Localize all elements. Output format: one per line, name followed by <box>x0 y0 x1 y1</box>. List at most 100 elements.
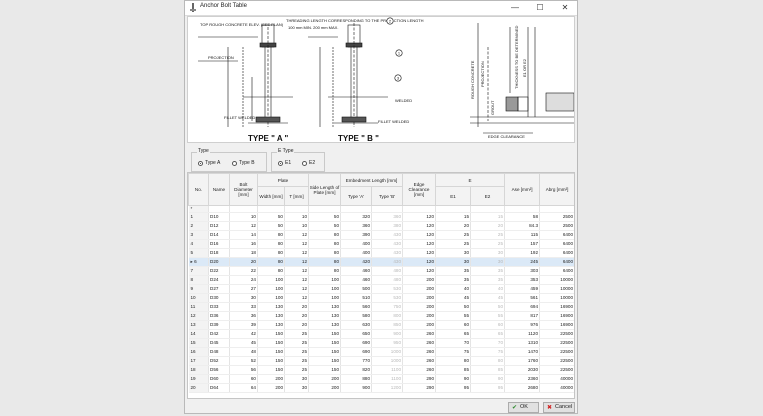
value-cell[interactable]: 150 <box>257 347 285 357</box>
value-cell[interactable]: 25 <box>284 347 310 357</box>
col-no[interactable]: No. <box>188 173 209 206</box>
value-cell[interactable]: 390 <box>340 230 373 240</box>
value-cell[interactable]: 65 <box>435 329 472 339</box>
value-cell[interactable]: 150 <box>257 365 285 375</box>
value-cell[interactable]: 100 <box>308 293 342 303</box>
value-cell[interactable]: 200 <box>402 284 437 294</box>
value-cell[interactable]: 100 <box>308 284 342 294</box>
name-cell[interactable]: D24 <box>208 275 230 285</box>
value-cell[interactable]: 45 <box>435 293 472 303</box>
value-cell[interactable]: 40 <box>470 284 506 294</box>
value-cell[interactable]: 150 <box>257 329 285 339</box>
value-cell[interactable]: 25 <box>284 338 310 348</box>
value-cell[interactable]: 430 <box>371 230 404 240</box>
value-cell[interactable]: 50 <box>308 221 342 231</box>
value-cell[interactable]: 20 <box>284 311 310 321</box>
value-cell[interactable]: 260 <box>402 365 437 375</box>
value-cell[interactable]: 1120 <box>504 329 541 339</box>
name-cell[interactable]: D56 <box>208 365 230 375</box>
value-cell[interactable]: 200 <box>402 302 437 312</box>
row-number[interactable]: 10 <box>188 293 209 303</box>
name-cell[interactable]: D45 <box>208 338 230 348</box>
row-number[interactable]: ▸ 6 <box>188 257 209 267</box>
value-cell[interactable]: 260 <box>402 347 437 357</box>
value-cell[interactable]: 130 <box>308 302 342 312</box>
value-cell[interactable]: 16 <box>229 239 258 249</box>
value-cell[interactable]: 380 <box>371 221 404 231</box>
value-cell[interactable]: 2500 <box>539 212 574 222</box>
value-cell[interactable]: 130 <box>257 302 285 312</box>
value-cell[interactable]: 95 <box>435 383 472 393</box>
value-cell[interactable]: 630 <box>340 320 373 330</box>
row-number[interactable]: 8 <box>188 275 209 285</box>
value-cell[interactable]: 22500 <box>539 356 574 366</box>
value-cell[interactable]: 60 <box>470 320 506 330</box>
name-cell[interactable]: D42 <box>208 329 230 339</box>
value-cell[interactable]: 80 <box>308 230 342 240</box>
row-number[interactable]: 2 <box>188 221 209 231</box>
value-cell[interactable]: 430 <box>371 248 404 258</box>
value-cell[interactable]: 25 <box>284 356 310 366</box>
value-cell[interactable]: 48 <box>229 347 258 357</box>
value-cell[interactable]: 157 <box>504 239 541 249</box>
col-ase[interactable]: Ase [mm²] <box>504 173 541 206</box>
value-cell[interactable]: 35 <box>435 266 472 276</box>
value-cell[interactable]: 290 <box>402 374 437 384</box>
value-cell[interactable]: 150 <box>308 347 342 357</box>
value-cell[interactable]: 10000 <box>539 275 574 285</box>
value-cell[interactable]: 16900 <box>539 320 574 330</box>
col-type-a[interactable]: Type 'A' <box>340 186 373 206</box>
col-e[interactable]: E <box>435 173 506 187</box>
type-a-radio-dot[interactable] <box>198 160 203 166</box>
value-cell[interactable]: 80 <box>308 248 342 258</box>
row-number[interactable]: 11 <box>188 302 209 312</box>
value-cell[interactable]: 150 <box>308 365 342 375</box>
value-cell[interactable]: 56 <box>229 365 258 375</box>
row-number[interactable]: 13 <box>188 320 209 330</box>
value-cell[interactable]: 480 <box>371 266 404 276</box>
value-cell[interactable]: 80 <box>257 266 285 276</box>
value-cell[interactable]: 90 <box>435 374 472 384</box>
name-cell[interactable]: D30 <box>208 293 230 303</box>
value-cell[interactable]: 64 <box>229 383 258 393</box>
col-e2[interactable]: E2 <box>470 186 506 206</box>
value-cell[interactable]: 800 <box>371 311 404 321</box>
value-cell[interactable]: 2500 <box>539 221 574 231</box>
value-cell[interactable]: 150 <box>308 329 342 339</box>
value-cell[interactable]: 580 <box>340 311 373 321</box>
col-embedment[interactable]: Embedment Length [mm] <box>340 173 404 187</box>
name-cell[interactable]: D48 <box>208 347 230 357</box>
value-cell[interactable]: 30 <box>435 248 472 258</box>
value-cell[interactable]: 6400 <box>539 230 574 240</box>
value-cell[interactable]: 40000 <box>539 374 574 384</box>
value-cell[interactable]: 200 <box>402 311 437 321</box>
value-cell[interactable]: 100 <box>257 275 285 285</box>
value-cell[interactable]: 650 <box>340 329 373 339</box>
value-cell[interactable]: 817 <box>504 311 541 321</box>
value-cell[interactable]: 200 <box>257 374 285 384</box>
value-cell[interactable]: 20 <box>435 221 472 231</box>
value-cell[interactable]: 65 <box>470 329 506 339</box>
row-number[interactable]: 16 <box>188 347 209 357</box>
value-cell[interactable]: 1470 <box>504 347 541 357</box>
value-cell[interactable]: 20 <box>470 221 506 231</box>
row-number[interactable]: 4 <box>188 239 209 249</box>
value-cell[interactable]: 80 <box>257 239 285 249</box>
anchor-bolt-table[interactable]: No. Name Bolt Diameter [mm] Plate Side L… <box>187 172 575 399</box>
value-cell[interactable]: 84.3 <box>504 221 541 231</box>
value-cell[interactable]: 6400 <box>539 266 574 276</box>
value-cell[interactable]: 820 <box>340 365 373 375</box>
value-cell[interactable]: 55 <box>435 311 472 321</box>
value-cell[interactable]: 510 <box>340 293 373 303</box>
value-cell[interactable]: 60 <box>435 320 472 330</box>
value-cell[interactable]: 1000 <box>371 356 404 366</box>
value-cell[interactable]: 80 <box>470 356 506 366</box>
value-cell[interactable]: 25 <box>435 230 472 240</box>
value-cell[interactable]: 130 <box>308 320 342 330</box>
value-cell[interactable]: 120 <box>402 212 437 222</box>
value-cell[interactable]: 75 <box>435 347 472 357</box>
